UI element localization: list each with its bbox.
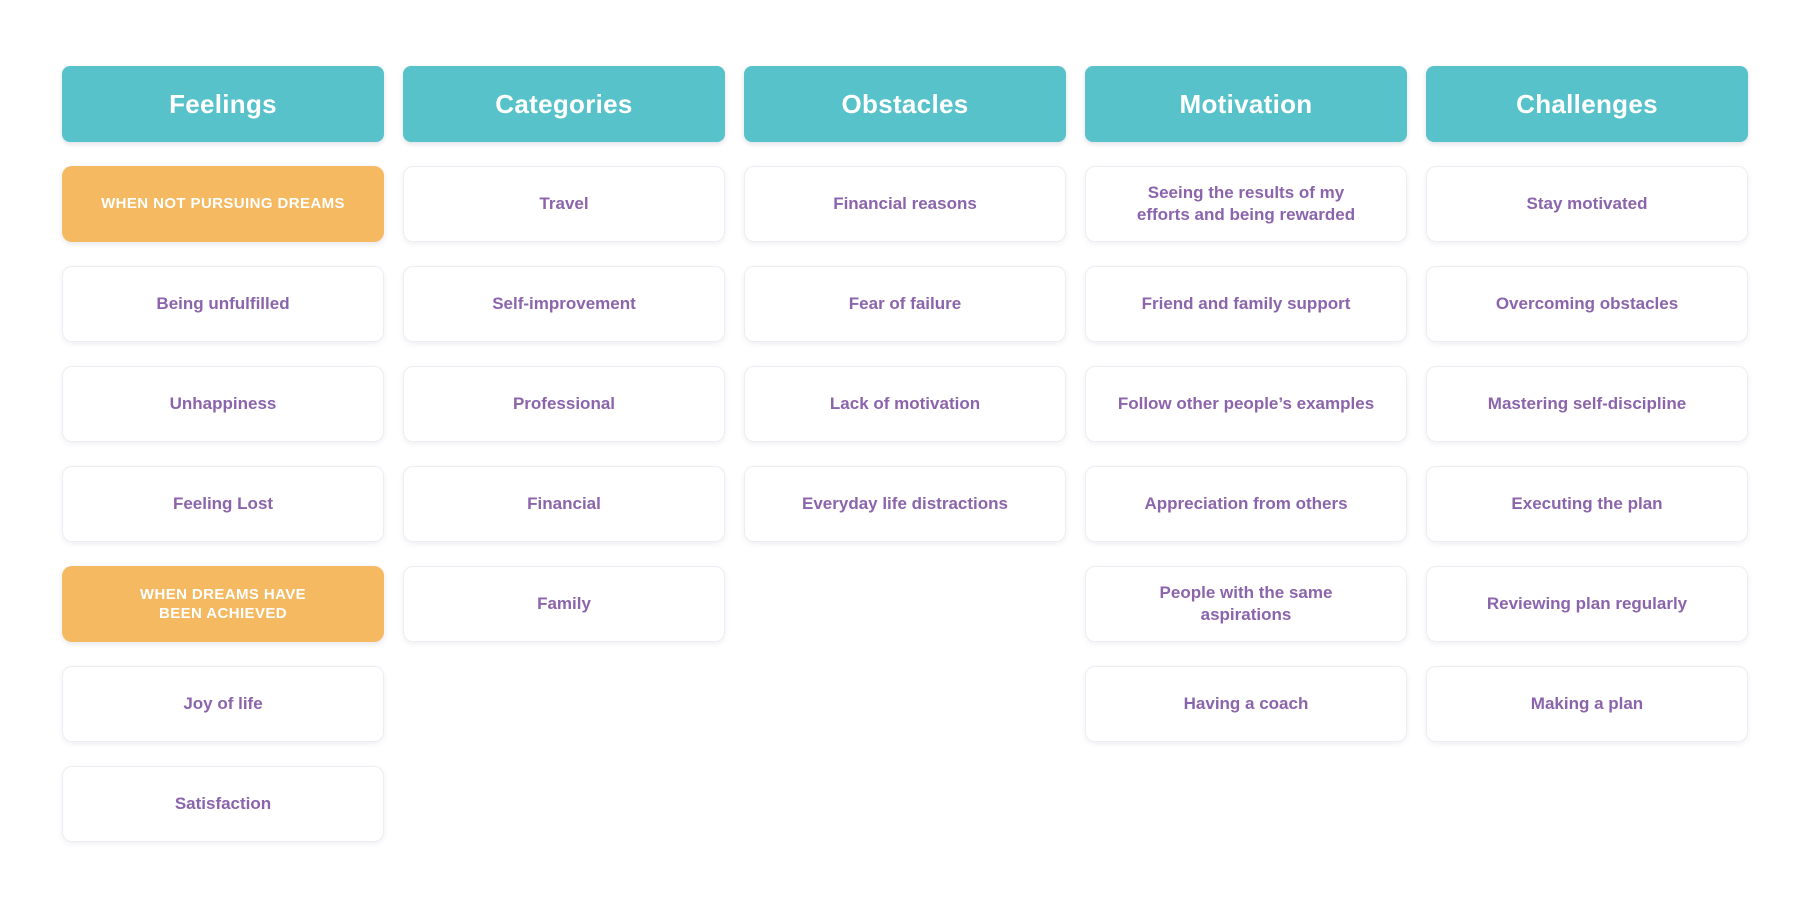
card-label: Reviewing plan regularly	[1486, 593, 1688, 613]
card-label: Feeling Lost	[172, 493, 274, 513]
card: Financial reasons	[744, 166, 1066, 242]
column-cards: WHEN NOT PURSUING DREAMS Being unfulfill…	[62, 166, 384, 866]
card: Follow other people’s examples	[1085, 366, 1407, 442]
card-label: Overcoming obstacles	[1495, 293, 1679, 313]
card-label: Mastering self-discipline	[1487, 393, 1687, 413]
column-title: Motivation	[1179, 88, 1313, 119]
card-label: Stay motivated	[1526, 193, 1648, 213]
card: Friend and family support	[1085, 266, 1407, 342]
card: Overcoming obstacles	[1426, 266, 1748, 342]
column-header: Challenges	[1426, 66, 1748, 142]
card: Satisfaction	[62, 766, 384, 842]
card: Lack of motivation	[744, 366, 1066, 442]
card-label: People with the same aspirations	[1159, 582, 1333, 624]
card: Executing the plan	[1426, 466, 1748, 542]
card-label: Travel	[539, 193, 589, 213]
column-header: Feelings	[62, 66, 384, 142]
column-title: Feelings	[169, 88, 277, 119]
card: Feeling Lost	[62, 466, 384, 542]
card-label: Follow other people’s examples	[1117, 393, 1375, 413]
card: Having a coach	[1085, 666, 1407, 742]
card: People with the same aspirations	[1085, 566, 1407, 642]
card-label: Satisfaction	[174, 793, 272, 813]
card-label: Executing the plan	[1511, 493, 1663, 513]
card: Family	[403, 566, 725, 642]
column-obstacles: Obstacles Financial reasons Fear of fail…	[744, 66, 1066, 866]
highlight-card: WHEN DREAMS HAVE BEEN ACHIEVED	[62, 566, 384, 642]
card-label: Self-improvement	[492, 293, 636, 313]
column-feelings: Feelings WHEN NOT PURSUING DREAMS Being …	[62, 66, 384, 866]
card-label: Family	[537, 593, 591, 613]
card: Financial	[403, 466, 725, 542]
card-label: Financial reasons	[833, 193, 977, 213]
dream-board: Feelings WHEN NOT PURSUING DREAMS Being …	[62, 66, 1748, 866]
card-label: Friend and family support	[1141, 293, 1351, 313]
card-label: Seeing the results of my efforts and bei…	[1136, 182, 1356, 224]
card: Professional	[403, 366, 725, 442]
card: Unhappiness	[62, 366, 384, 442]
card-label: Making a plan	[1530, 693, 1644, 713]
card-label: Joy of life	[183, 693, 263, 713]
card: Joy of life	[62, 666, 384, 742]
column-cards: Financial reasons Fear of failure Lack o…	[744, 166, 1066, 566]
card: Seeing the results of my efforts and bei…	[1085, 166, 1407, 242]
card: Everyday life distractions	[744, 466, 1066, 542]
card-label: Financial	[527, 493, 601, 513]
card-label: Fear of failure	[848, 293, 962, 313]
card: Being unfulfilled	[62, 266, 384, 342]
column-title: Challenges	[1516, 88, 1658, 119]
column-title: Obstacles	[841, 88, 969, 119]
card: Stay motivated	[1426, 166, 1748, 242]
card-label: Having a coach	[1183, 693, 1309, 713]
column-cards: Stay motivated Overcoming obstacles Mast…	[1426, 166, 1748, 766]
card: Fear of failure	[744, 266, 1066, 342]
card: Making a plan	[1426, 666, 1748, 742]
column-motivation: Motivation Seeing the results of my effo…	[1085, 66, 1407, 866]
card-label: Unhappiness	[169, 393, 277, 413]
card: Self-improvement	[403, 266, 725, 342]
card-label: Appreciation from others	[1144, 493, 1348, 513]
column-header: Categories	[403, 66, 725, 142]
column-header: Obstacles	[744, 66, 1066, 142]
column-header: Motivation	[1085, 66, 1407, 142]
card-label: WHEN DREAMS HAVE BEEN ACHIEVED	[139, 585, 307, 623]
card-label: Professional	[512, 393, 616, 413]
card-label: Being unfulfilled	[156, 293, 290, 313]
card: Reviewing plan regularly	[1426, 566, 1748, 642]
column-title: Categories	[495, 88, 633, 119]
card-label: Everyday life distractions	[802, 493, 1008, 513]
card-label: Lack of motivation	[829, 393, 981, 413]
column-cards: Seeing the results of my efforts and bei…	[1085, 166, 1407, 766]
highlight-card: WHEN NOT PURSUING DREAMS	[62, 166, 384, 242]
column-categories: Categories Travel Self-improvement Profe…	[403, 66, 725, 866]
column-cards: Travel Self-improvement Professional Fin…	[403, 166, 725, 666]
card-label: WHEN NOT PURSUING DREAMS	[101, 195, 345, 213]
card: Appreciation from others	[1085, 466, 1407, 542]
card: Mastering self-discipline	[1426, 366, 1748, 442]
column-challenges: Challenges Stay motivated Overcoming obs…	[1426, 66, 1748, 866]
card: Travel	[403, 166, 725, 242]
